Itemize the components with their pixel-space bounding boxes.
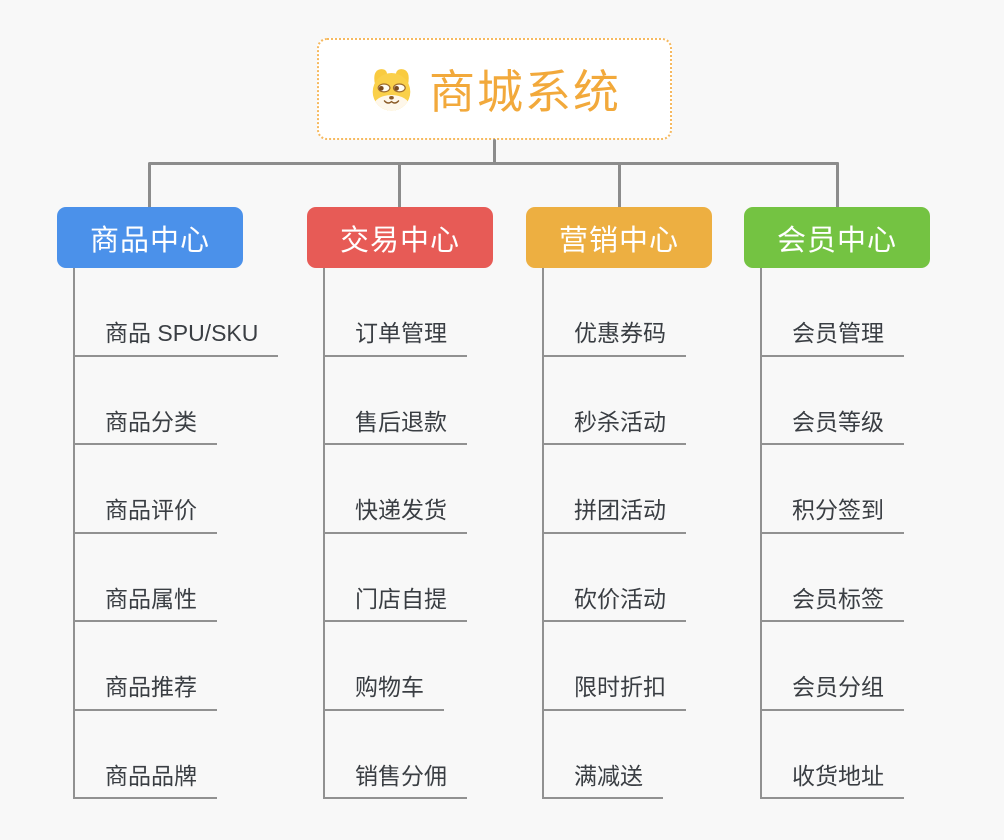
leaf-label: 销售分佣 (325, 763, 467, 799)
leaf-label: 商品 SPU/SKU (75, 320, 279, 357)
leaf-node[interactable]: 拼团活动 (544, 445, 686, 534)
branch-children-trade: 订单管理 售后退款 快递发货 门店自提 购物车 销售分佣 (323, 268, 467, 799)
leaf-label: 售后退款 (325, 409, 467, 445)
leaf-node[interactable]: 购物车 (325, 622, 444, 711)
branch-node-member-center[interactable]: 会员中心 (744, 207, 930, 268)
leaf-node[interactable]: 商品属性 (75, 534, 217, 622)
connector-drop-product (148, 162, 151, 209)
connector-drop-marketing (618, 162, 621, 209)
leaf-node[interactable]: 会员标签 (762, 534, 904, 622)
leaf-node[interactable]: 会员分组 (762, 622, 904, 711)
leaf-label: 门店自提 (325, 586, 467, 622)
root-node-mall-system[interactable]: 商城系统 (317, 38, 672, 140)
branch-node-trade-center[interactable]: 交易中心 (307, 207, 493, 268)
branch-children-member: 会员管理 会员等级 积分签到 会员标签 会员分组 收货地址 (760, 268, 904, 799)
leaf-node[interactable]: 限时折扣 (544, 622, 686, 711)
doge-icon (372, 68, 411, 111)
leaf-node[interactable]: 会员等级 (762, 357, 904, 445)
leaf-label: 快递发货 (325, 497, 467, 534)
leaf-node[interactable]: 商品推荐 (75, 622, 217, 711)
leaf-label: 购物车 (325, 674, 444, 711)
leaf-label: 拼团活动 (544, 497, 686, 534)
leaf-node[interactable]: 门店自提 (325, 534, 467, 622)
leaf-node[interactable]: 秒杀活动 (544, 357, 686, 445)
leaf-label: 限时折扣 (544, 674, 686, 711)
root-title: 商城系统 (429, 66, 621, 118)
leaf-label: 商品分类 (75, 409, 217, 445)
leaf-node[interactable]: 快递发货 (325, 445, 467, 534)
leaf-node[interactable]: 订单管理 (325, 268, 467, 357)
branch-children-marketing: 优惠券码 秒杀活动 拼团活动 砍价活动 限时折扣 满减送 (542, 268, 686, 799)
leaf-label: 商品评价 (75, 497, 217, 534)
connector-horizontal (149, 162, 839, 165)
leaf-node[interactable]: 商品分类 (75, 357, 217, 445)
branch-children-product: 商品 SPU/SKU 商品分类 商品评价 商品属性 商品推荐 商品品牌 (73, 268, 279, 799)
leaf-label: 秒杀活动 (544, 409, 686, 445)
leaf-node[interactable]: 优惠券码 (544, 268, 686, 357)
leaf-node[interactable]: 砍价活动 (544, 534, 686, 622)
leaf-label: 会员管理 (762, 320, 904, 357)
leaf-label: 砍价活动 (544, 586, 686, 622)
leaf-label: 优惠券码 (544, 320, 686, 357)
leaf-node[interactable]: 商品品牌 (75, 711, 217, 799)
leaf-node[interactable]: 销售分佣 (325, 711, 467, 799)
leaf-label: 订单管理 (325, 320, 467, 357)
leaf-label: 会员分组 (762, 674, 904, 711)
connector-drop-trade (398, 162, 401, 209)
leaf-node[interactable]: 商品评价 (75, 445, 217, 534)
leaf-label: 商品属性 (75, 586, 217, 622)
leaf-label: 满减送 (544, 763, 663, 799)
branch-node-marketing-center[interactable]: 营销中心 (526, 207, 712, 268)
leaf-label: 会员标签 (762, 586, 904, 622)
leaf-node[interactable]: 售后退款 (325, 357, 467, 445)
leaf-node[interactable]: 商品 SPU/SKU (75, 268, 279, 357)
leaf-node[interactable]: 积分签到 (762, 445, 904, 534)
leaf-label: 会员等级 (762, 409, 904, 445)
connector-root-drop (493, 139, 496, 165)
leaf-node[interactable]: 会员管理 (762, 268, 904, 357)
leaf-label: 积分签到 (762, 497, 904, 534)
leaf-node[interactable]: 满减送 (544, 711, 663, 799)
leaf-node[interactable]: 收货地址 (762, 711, 904, 799)
leaf-label: 收货地址 (762, 763, 904, 799)
leaf-label: 商品推荐 (75, 674, 217, 711)
leaf-label: 商品品牌 (75, 763, 217, 799)
connector-drop-member (836, 162, 839, 209)
branch-node-product-center[interactable]: 商品中心 (57, 207, 243, 268)
